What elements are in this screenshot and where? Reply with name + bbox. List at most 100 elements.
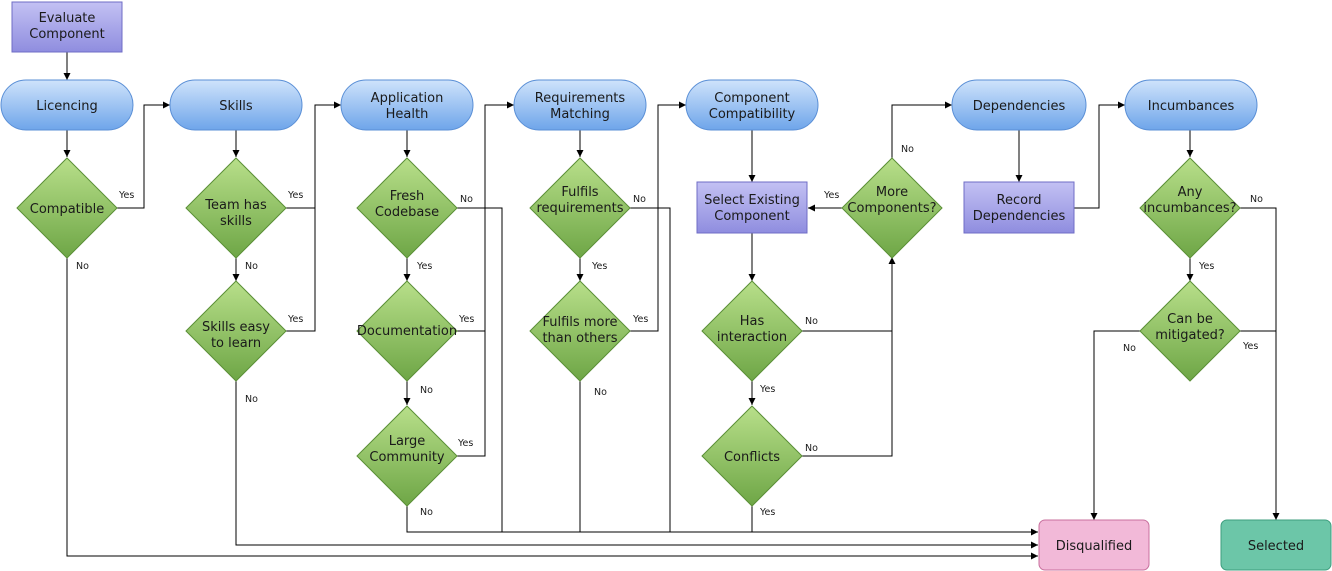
more-components-line-2: Components? (847, 201, 936, 216)
label-fulfils-yes: Yes (591, 261, 607, 272)
fulfils-requirements-line-1: Fulfils (561, 185, 598, 200)
edge-skillseasy-no-disqualified (235, 381, 1038, 549)
evaluate-line-2: Component (29, 27, 104, 42)
requirements-matching-line-2: Matching (550, 107, 610, 122)
team-has-skills-line-2: skills (220, 214, 252, 229)
any-incumbances-line-2: incumbances? (1143, 201, 1236, 216)
label-morecomp-yes: Yes (823, 190, 839, 201)
selected-label: Selected (1248, 539, 1304, 554)
select-existing-line-2: Component (714, 209, 789, 224)
edge-labels: Yes No Yes No Yes No No Yes Yes No Yes N… (76, 144, 1263, 518)
any-incumbances-decision: Any incumbances? (1139, 157, 1241, 259)
edge-fresh-no (457, 207, 503, 532)
label-fresh-no: No (460, 194, 473, 205)
select-existing-node: Select Existing Component (696, 181, 808, 234)
compatible-label: Compatible (30, 202, 104, 217)
component-compatibility-node: Component Compatibility (685, 79, 819, 131)
edge-any-no-selected (1240, 207, 1280, 520)
application-health-node: Application Health (340, 79, 474, 131)
more-components-line-1: More (876, 185, 908, 200)
evaluate-component-node: Evaluate Component (11, 1, 123, 53)
fulfils-more-decision: Fulfils more than others (529, 280, 631, 382)
large-community-line-2: Community (369, 450, 445, 465)
edge-compatible-yes-skills (117, 101, 170, 209)
label-morecomp-no: No (901, 144, 914, 155)
label-mitigated-no: No (1123, 343, 1136, 354)
more-components-decision: More Components? (841, 157, 943, 259)
label-more-no: No (594, 387, 607, 398)
any-incumbances-line-1: Any (1178, 185, 1203, 200)
can-be-mitigated-line-1: Can be (1167, 312, 1213, 327)
label-easy-yes: Yes (287, 314, 303, 325)
fresh-codebase-line-1: Fresh (390, 189, 425, 204)
dependencies-label: Dependencies (973, 99, 1066, 114)
label-conflicts-yes: Yes (759, 507, 775, 518)
can-be-mitigated-line-2: mitigated? (1155, 328, 1224, 343)
selected-node: Selected (1220, 519, 1332, 571)
has-interaction-decision: Has interaction (701, 280, 803, 382)
edge-large-no-disqualified (406, 506, 1038, 536)
has-interaction-line-1: Has (740, 314, 765, 329)
skills-node: Skills (169, 79, 303, 131)
edges (63, 52, 1280, 560)
skills-easy-line-2: to learn (211, 336, 261, 351)
label-fresh-yes: Yes (416, 261, 432, 272)
record-dependencies-line-2: Dependencies (973, 209, 1066, 224)
conflicts-label: Conflicts (724, 450, 780, 465)
label-conflicts-no: No (805, 443, 818, 454)
application-health-line-2: Health (386, 107, 429, 122)
edge-mitigated-no-disqualified (1090, 330, 1140, 520)
edge-morecomponents-no-dependencies (891, 101, 952, 158)
edge-fulfilsmore-yes-compat (630, 101, 686, 332)
skills-easy-line-1: Skills easy (202, 320, 270, 335)
incumbances-label: Incumbances (1148, 99, 1235, 114)
fulfils-more-line-2: than others (542, 331, 617, 346)
record-dependencies-node: Record Dependencies (963, 181, 1075, 234)
edge-record-incumbances (1074, 101, 1125, 209)
label-easy-no: No (245, 394, 258, 405)
label-any-no: No (1250, 194, 1263, 205)
requirements-matching-node: Requirements Matching (513, 79, 647, 131)
disqualified-label: Disqualified (1056, 539, 1133, 554)
dependencies-node: Dependencies (951, 79, 1087, 131)
label-compatible-yes: Yes (118, 190, 134, 201)
conflicts-decision: Conflicts (701, 405, 803, 507)
component-compatibility-line-1: Component (714, 91, 789, 106)
edge-compatible-no-disqualified (66, 258, 1038, 560)
label-doc-no: No (420, 385, 433, 396)
label-large-yes: Yes (457, 438, 473, 449)
evaluate-line-1: Evaluate (39, 11, 96, 26)
documentation-decision: Documentation (356, 280, 458, 382)
compatible-decision: Compatible (16, 157, 118, 259)
team-has-skills-decision: Team has skills (185, 157, 287, 259)
record-dependencies-line-1: Record (997, 193, 1042, 208)
documentation-label: Documentation (357, 324, 457, 339)
skills-label: Skills (219, 99, 253, 114)
fulfils-requirements-line-2: requirements (537, 201, 624, 216)
skills-easy-decision: Skills easy to learn (185, 280, 287, 382)
fulfils-more-line-1: Fulfils more (543, 315, 618, 330)
label-team-no: No (245, 261, 258, 272)
select-existing-line-1: Select Existing (704, 193, 800, 208)
fulfils-requirements-decision: Fulfils requirements (529, 157, 631, 259)
edge-doc-yes-reqmatching (457, 101, 514, 332)
label-compatible-no: No (76, 261, 89, 272)
component-compatibility-line-2: Compatibility (709, 107, 796, 122)
disqualified-node: Disqualified (1038, 519, 1150, 571)
fresh-codebase-line-2: Codebase (375, 205, 439, 220)
edge-teamhasskills-yes-apphealth (286, 101, 341, 209)
edge-fulfils-no (630, 207, 671, 532)
fresh-codebase-decision: Fresh Codebase (356, 157, 458, 259)
label-interaction-yes: Yes (759, 384, 775, 395)
label-mitigated-yes: Yes (1242, 341, 1258, 352)
label-any-yes: Yes (1198, 261, 1214, 272)
label-team-yes: Yes (287, 190, 303, 201)
large-community-decision: Large Community (356, 405, 458, 507)
edge-conflicts-no-morecomponents (802, 257, 896, 457)
large-community-line-1: Large (389, 434, 426, 449)
licencing-node: Licencing (0, 79, 134, 131)
incumbances-node: Incumbances (1124, 79, 1258, 131)
team-has-skills-line-1: Team has (204, 198, 267, 213)
licencing-label: Licencing (36, 99, 98, 114)
